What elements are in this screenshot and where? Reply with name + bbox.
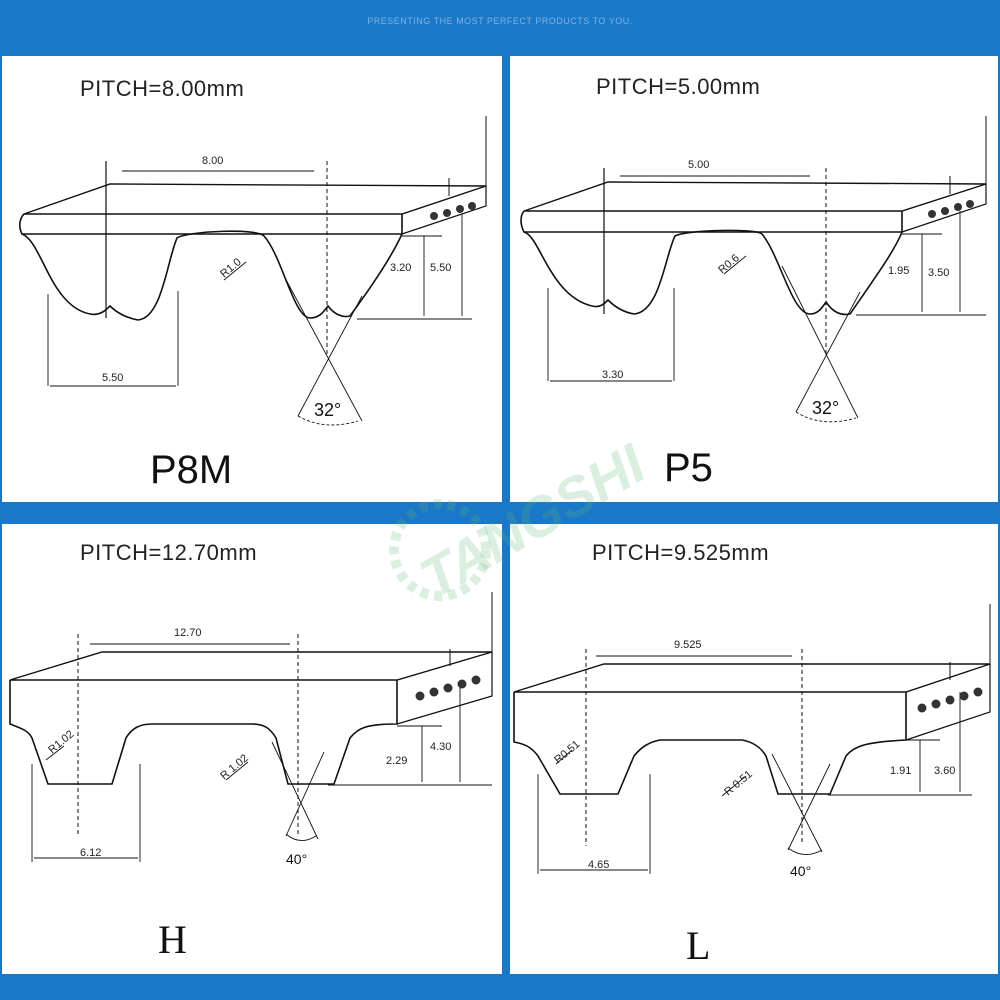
profile-panel-p8m: PITCH=8.00mm [2,56,502,502]
tooth-width-dimension: 6.12 [80,847,101,859]
top-banner: PRESENTING THE MOST PERFECT PRODUCTS TO … [0,0,1000,56]
radius-left-dimension: R0.51 [552,738,582,766]
pitch-label: PITCH=8.00mm [80,76,245,101]
belt-type-label: L [686,923,711,968]
profile-panel-h: PITCH=12.70mm [2,524,502,974]
belt-profile-diagram: 12.70 6.12 2.29 4.30 R1.02 R 1.02 40° [9,592,493,867]
pitch-label: PITCH=9.525mm [592,540,770,565]
radius-dimension: R0.6 [716,252,742,276]
pitch-dimension: 5.00 [688,159,709,171]
pitch-dimension: 8.00 [202,155,223,167]
tooth-width-dimension: 4.65 [588,859,609,871]
total-height-dimension: 5.50 [430,262,451,274]
profile-panel-p5: PITCH=5.00mm [510,56,998,502]
total-height-dimension: 4.30 [430,741,451,753]
tooth-angle: 40° [790,863,811,879]
profile-panel-l: PITCH=9.525mm [510,524,998,974]
total-height-dimension: 3.50 [928,267,949,279]
belt-profile-diagram: 9.525 4.65 1.91 3.60 R0.51 R 0.51 40° [513,604,991,879]
pitch-dimension: 12.70 [174,627,202,639]
radius-left-dimension: R1.02 [46,728,76,756]
belt-type-label: H [158,917,187,962]
banner-slogan: PRESENTING THE MOST PERFECT PRODUCTS TO … [367,16,633,26]
tooth-height-dimension: 1.95 [888,265,909,277]
tooth-height-dimension: 3.20 [390,262,411,274]
tooth-angle: 32° [314,400,341,420]
radius-dimension: R1.0 [218,256,244,280]
pitch-label: PITCH=5.00mm [596,74,761,99]
pitch-dimension: 9.525 [674,639,702,651]
pitch-label: PITCH=12.70mm [80,540,258,565]
radius-right-dimension: R 1.02 [218,752,251,782]
tooth-width-dimension: 5.50 [102,372,123,384]
belt-type-label: P5 [664,446,713,490]
belt-profile-diagram: 5.00 3.30 1.95 3.50 R0.6 32° [520,116,987,423]
tooth-angle: 32° [812,398,839,418]
belt-type-label: P8M [150,448,233,492]
belt-profile-diagram: 8.00 5.50 3.20 5.50 R1.0 32° [19,116,487,426]
tooth-height-dimension: 1.91 [890,765,911,777]
total-height-dimension: 3.60 [934,765,955,777]
tooth-angle: 40° [286,851,307,867]
tooth-width-dimension: 3.30 [602,369,623,381]
radius-right-dimension: R 0.51 [722,768,755,798]
tooth-height-dimension: 2.29 [386,755,407,767]
